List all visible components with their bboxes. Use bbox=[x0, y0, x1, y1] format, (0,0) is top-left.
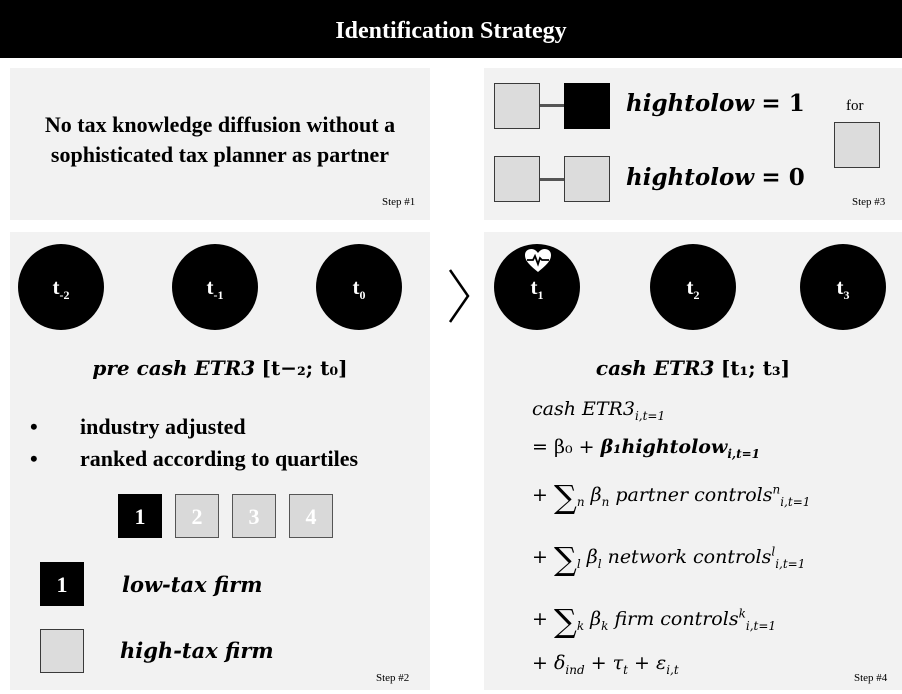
eq-line-4: + ∑l βl network controlsli,t=1 bbox=[532, 540, 806, 578]
step1-text: No tax knowledge diffusion without a sop… bbox=[10, 110, 430, 170]
step4-panel: t1 t2 t3 cash ETR3 [t₁; t₃] cash ETR3i,t… bbox=[484, 232, 902, 690]
period-circle: t-2 bbox=[18, 244, 104, 330]
bullet-dot: • bbox=[30, 446, 38, 471]
period-circle: t-1 bbox=[172, 244, 258, 330]
step1-label: Step #1 bbox=[382, 196, 416, 208]
eq-line-3: + ∑n βn partner controlsni,t=1 bbox=[532, 478, 811, 516]
step4-label: Step #4 bbox=[854, 672, 888, 684]
period-circle: t2 bbox=[650, 244, 736, 330]
eq-line-5: + ∑k βk firm controlski,t=1 bbox=[532, 602, 777, 640]
period-circle: t0 bbox=[316, 244, 402, 330]
eq-line-6: + δind + τt + εi,t bbox=[532, 652, 679, 677]
quartile-box: 1 bbox=[118, 494, 162, 538]
period-circle: t3 bbox=[800, 244, 886, 330]
post-etr-title: cash ETR3 [t₁; t₃] bbox=[595, 356, 791, 380]
high-tax-firm-box bbox=[564, 156, 610, 202]
high-tax-firm-box bbox=[494, 83, 540, 129]
step3-label: Step #3 bbox=[852, 196, 886, 208]
eq-line-1: cash ETR3i,t=1 bbox=[532, 398, 666, 423]
hightolow-var1: hightolow bbox=[626, 90, 755, 117]
hightolow-eq1: hightolow = 1 bbox=[626, 90, 805, 117]
focal-firm-box bbox=[834, 122, 880, 168]
heartbeat-icon bbox=[525, 249, 551, 272]
hightolow-val1: = 1 bbox=[761, 90, 805, 117]
bullet-item: ranked according to quartiles bbox=[80, 446, 359, 471]
step1-line2: sophisticated tax planner as partner bbox=[50, 142, 390, 167]
pre-etr-title: pre cash ETR3 [t−₂; t₀] bbox=[92, 356, 348, 380]
hightolow-eq0: hightolow = 0 bbox=[626, 164, 805, 191]
legend-low-label: low-tax firm bbox=[122, 572, 263, 597]
eq-line-2: = β₀ + β₁hightolowi,t=1 bbox=[532, 436, 761, 461]
quartile-box: 2 bbox=[175, 494, 219, 538]
step1-line1: No tax knowledge diffusion without a bbox=[44, 112, 396, 137]
page-title: Identification Strategy bbox=[0, 0, 902, 58]
chevron-right-icon bbox=[448, 269, 470, 323]
hightolow-val0: = 0 bbox=[761, 164, 805, 191]
quartile-box: 3 bbox=[232, 494, 276, 538]
step3-panel: hightolow = 1 hightolow = 0 for Step #3 bbox=[484, 68, 902, 220]
legend-low-box: 1 bbox=[40, 562, 84, 606]
hightolow-var0: hightolow bbox=[626, 164, 755, 191]
bullet-dot: • bbox=[30, 414, 38, 439]
link-line bbox=[540, 104, 564, 107]
legend-high-box bbox=[40, 629, 84, 673]
bullet-item: industry adjusted bbox=[80, 414, 246, 439]
step1-panel: No tax knowledge diffusion without a sop… bbox=[10, 68, 430, 220]
quartile-box: 4 bbox=[289, 494, 333, 538]
high-tax-firm-box bbox=[494, 156, 540, 202]
step2-label: Step #2 bbox=[376, 672, 410, 684]
legend-high-label: high-tax firm bbox=[120, 638, 274, 663]
link-line bbox=[540, 178, 564, 181]
low-tax-firm-box bbox=[564, 83, 610, 129]
step2-panel: t-2 t-1 t0 pre cash ETR3 [t−₂; t₀] • ind… bbox=[10, 232, 430, 690]
for-label: for bbox=[846, 98, 864, 114]
